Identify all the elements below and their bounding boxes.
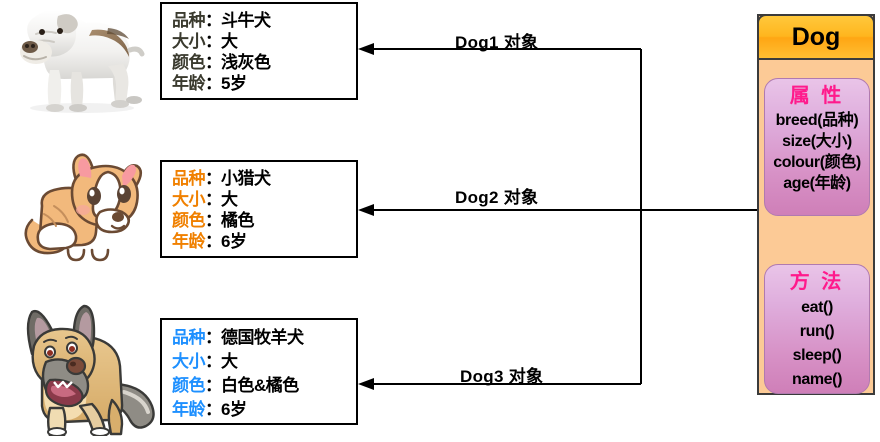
dog-class-card: Dog 属 性 breed(品种) size(大小) colour(颜色) ag… — [757, 14, 875, 395]
attribute-item: age(年龄) — [783, 175, 851, 192]
german-shepherd-illustration — [8, 296, 164, 436]
method-item: sleep() — [792, 347, 842, 364]
row-key: 年龄 — [172, 232, 206, 251]
object-row-size: 大小：大 — [172, 189, 356, 210]
row-value: 5岁 — [221, 74, 247, 93]
class-name-header: Dog — [757, 14, 875, 60]
row-separator: ： — [205, 53, 222, 72]
methods-title: 方 法 — [789, 271, 845, 293]
method-item: name() — [791, 371, 843, 388]
row-separator: ： — [205, 232, 222, 251]
object-row-breed: 品种：小猎犬 — [172, 168, 356, 189]
row-key: 大小 — [172, 190, 206, 209]
row-separator: ： — [205, 376, 222, 395]
attribute-item: breed(品种) — [775, 112, 859, 129]
row-separator: ： — [205, 400, 222, 419]
methods-section: 方 法 eat() run() sleep() name() — [764, 264, 870, 394]
object-box-dog1: 品种：斗牛犬 大小：大 颜色：浅灰色 年龄：5岁 — [160, 2, 358, 100]
object-box-dog3: 品种：德国牧羊犬 大小：大 颜色：白色&橘色 年龄：6岁 — [160, 318, 358, 425]
method-item: run() — [799, 323, 835, 340]
row-separator: ： — [205, 211, 222, 230]
object-row-breed: 品种：斗牛犬 — [172, 10, 356, 31]
row-separator: ： — [205, 190, 222, 209]
object-box-dog2: 品种：小猎犬 大小：大 颜色：橘色 年龄：6岁 — [160, 160, 358, 258]
object-row-size: 大小：大 — [172, 31, 356, 52]
row-separator: ： — [205, 328, 222, 347]
row-value: 白色&橘色 — [221, 376, 299, 395]
object-row-colour: 颜色：白色&橘色 — [172, 374, 356, 398]
row-value: 大 — [221, 32, 238, 51]
row-key: 年龄 — [172, 400, 206, 419]
object-row-colour: 颜色：浅灰色 — [172, 52, 356, 73]
row-value: 橘色 — [221, 211, 255, 230]
object-row-colour: 颜色：橘色 — [172, 210, 356, 231]
row-separator: ： — [205, 11, 222, 30]
row-separator: ： — [205, 32, 222, 51]
arrow-label-dog3: Dog3 对象 — [460, 367, 544, 386]
row-key: 颜色 — [172, 211, 206, 230]
row-key: 品种 — [172, 11, 206, 30]
row-value: 浅灰色 — [221, 53, 271, 72]
row-key: 颜色 — [172, 376, 206, 395]
row-value: 大 — [221, 352, 238, 371]
attribute-item: colour(颜色) — [773, 154, 861, 171]
row-value: 大 — [221, 190, 238, 209]
row-key: 品种 — [172, 328, 206, 347]
row-value: 6岁 — [221, 232, 247, 251]
corgi-puppy-illustration — [8, 146, 158, 266]
object-row-breed: 品种：德国牧羊犬 — [172, 326, 356, 350]
attributes-title: 属 性 — [789, 85, 845, 107]
row-key: 颜色 — [172, 53, 206, 72]
bulldog-photo — [8, 4, 156, 116]
row-separator: ： — [205, 352, 222, 371]
object-row-age: 年龄：5岁 — [172, 73, 356, 94]
method-item: eat() — [801, 299, 833, 316]
row-value: 小猎犬 — [221, 169, 271, 188]
row-key: 年龄 — [172, 74, 206, 93]
object-row-size: 大小：大 — [172, 350, 356, 374]
row-value: 斗牛犬 — [221, 11, 271, 30]
row-value: 德国牧羊犬 — [221, 328, 304, 347]
arrow-label-dog1: Dog1 对象 — [455, 33, 539, 52]
object-row-age: 年龄：6岁 — [172, 231, 356, 252]
attributes-section: 属 性 breed(品种) size(大小) colour(颜色) age(年龄… — [764, 78, 870, 216]
row-key: 大小 — [172, 32, 206, 51]
arrow-label-dog2: Dog2 对象 — [455, 188, 539, 207]
object-row-age: 年龄：6岁 — [172, 398, 356, 422]
row-separator: ： — [205, 169, 222, 188]
row-value: 6岁 — [221, 400, 247, 419]
attribute-item: size(大小) — [782, 133, 852, 150]
row-separator: ： — [205, 74, 222, 93]
row-key: 大小 — [172, 352, 206, 371]
row-key: 品种 — [172, 169, 206, 188]
